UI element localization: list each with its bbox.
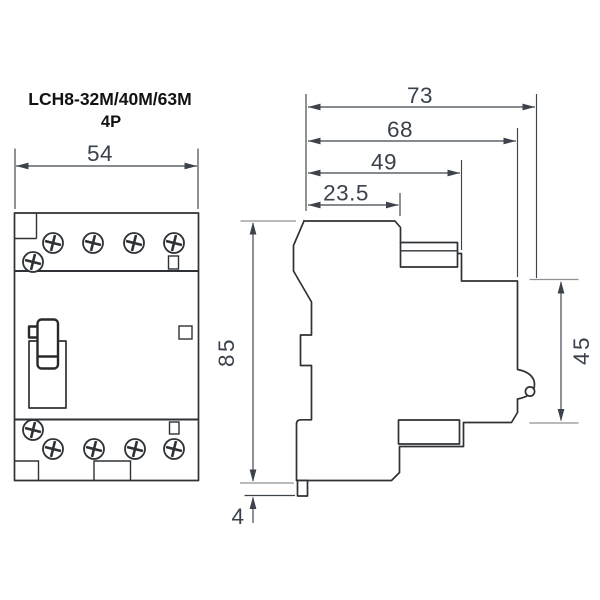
dim-height-85: 85 [214, 220, 296, 484]
bottom-middle-notch [93, 460, 132, 481]
front-body-outline [13, 212, 200, 482]
manual-switch [27, 318, 67, 409]
dim-width-54: 54 [14, 141, 199, 209]
terminal-screws-top [21, 231, 186, 274]
dim-height-45: 45 [529, 278, 594, 424]
pole-count: 4P [101, 113, 121, 131]
terminal-block-bottom [397, 419, 461, 445]
front-view [13, 212, 200, 482]
screw-icon [162, 437, 186, 461]
bottom-terminal-marker [168, 421, 180, 435]
dim-depth-23-5: 23.5 [308, 181, 401, 216]
terminal-block-top-outline [399, 241, 459, 268]
terminal-block-top [399, 241, 459, 268]
terminal-screws-bottom [21, 418, 186, 461]
screw-icon [82, 437, 106, 461]
din-clip-pin [296, 479, 309, 497]
dim-label-68: 68 [387, 117, 413, 142]
side-view [292, 219, 536, 497]
dimension-annotations: 54 73 68 49 [14, 83, 594, 529]
dim-depth-68: 68 [308, 117, 519, 277]
screw-icon [41, 231, 65, 255]
dim-label-73: 73 [407, 83, 433, 108]
dim-depth-49: 49 [308, 150, 463, 250]
product-title: LCH8-32M/40M/63M [28, 89, 191, 109]
screw-icon [21, 250, 45, 274]
dim-depth-73: 73 [308, 83, 538, 278]
dim-label-54: 54 [87, 141, 113, 166]
screw-icon [123, 437, 147, 461]
screw-icon [162, 231, 186, 255]
dim-label-45: 45 [569, 335, 594, 365]
screw-icon [122, 231, 146, 255]
dim-label-23-5: 23.5 [323, 181, 369, 206]
dim-label-49: 49 [371, 150, 397, 175]
indicator-window [178, 325, 193, 340]
din-clip-knob [524, 386, 536, 397]
screw-icon [21, 418, 45, 442]
screw-icon [81, 231, 105, 255]
dim-label-85: 85 [214, 337, 239, 367]
front-corner-notch [14, 213, 38, 240]
switch-handle [36, 318, 60, 370]
title-block: LCH8-32M/40M/63M 4P [28, 89, 191, 131]
dim-label-4: 4 [231, 504, 244, 529]
side-body-outline [292, 219, 536, 482]
screw-icon [41, 437, 65, 461]
top-terminal-marker [167, 255, 180, 270]
bottom-left-notch [14, 460, 40, 481]
dim-pin-4: 4 [231, 494, 295, 529]
